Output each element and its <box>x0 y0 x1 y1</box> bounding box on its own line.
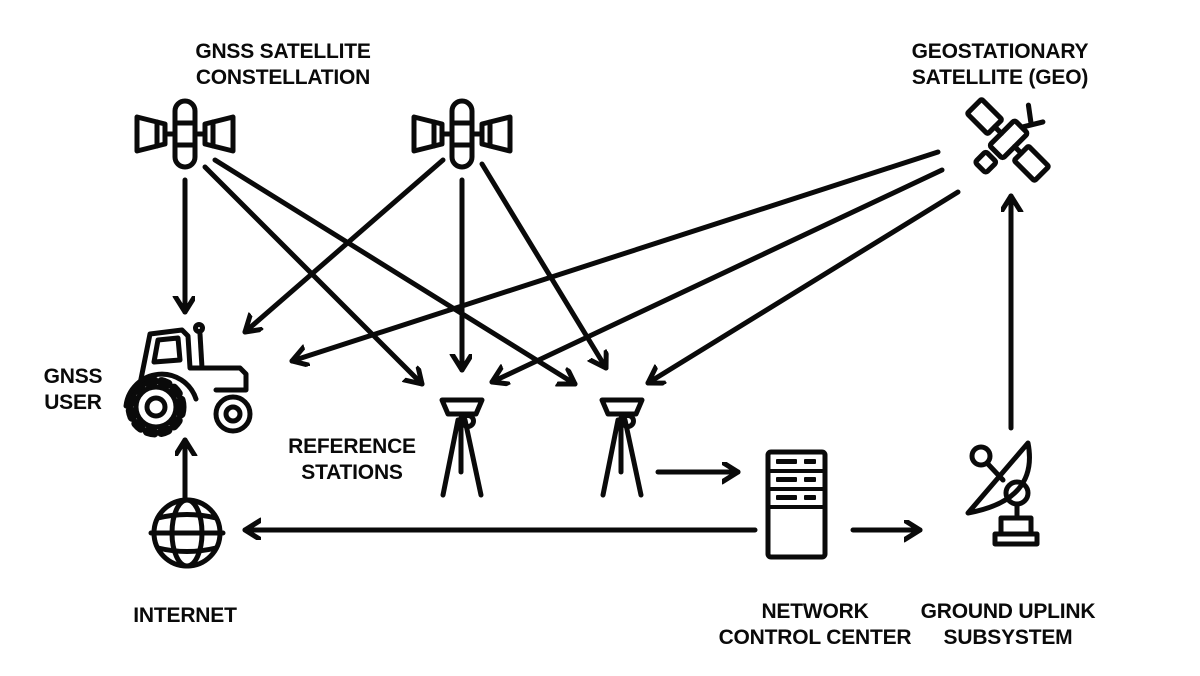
satellite-dish-icon <box>965 440 1040 547</box>
survey-tripod-1-icon <box>439 397 485 498</box>
arrow-sat2-to-user <box>242 157 446 335</box>
arrow-geo-to-user <box>289 149 941 361</box>
internet-label: INTERNET <box>133 604 237 627</box>
arrow-sat1-to-station2 <box>212 157 578 384</box>
gnss-satellite-1-icon <box>134 98 236 170</box>
arrow-sat2-to-station2 <box>479 161 606 371</box>
globe-icon <box>148 497 226 569</box>
gnss-user-label: GNSS USER <box>43 365 103 414</box>
arrow-geo-to-station2 <box>645 189 961 383</box>
server-icon <box>765 449 828 560</box>
geo-satellite-icon <box>965 97 1051 183</box>
gnss-satellite-2-icon <box>411 98 513 170</box>
tractor-icon <box>123 322 253 438</box>
arrow-geo-to-station1 <box>489 167 945 382</box>
gnss-constellation-label: GNSS SATELLITE CONSTELLATION <box>195 40 371 89</box>
signal-arrows <box>185 149 1011 530</box>
network-control-center-label: NETWORK CONTROL CENTER <box>718 600 912 649</box>
reference-stations-label: REFERENCE STATIONS <box>288 435 416 484</box>
survey-tripod-2-icon <box>599 397 645 498</box>
ground-uplink-label: GROUND UPLINK SUBSYSTEM <box>920 600 1096 649</box>
geo-satellite-label: GEOSTATIONARY SATELLITE (GEO) <box>911 40 1089 89</box>
